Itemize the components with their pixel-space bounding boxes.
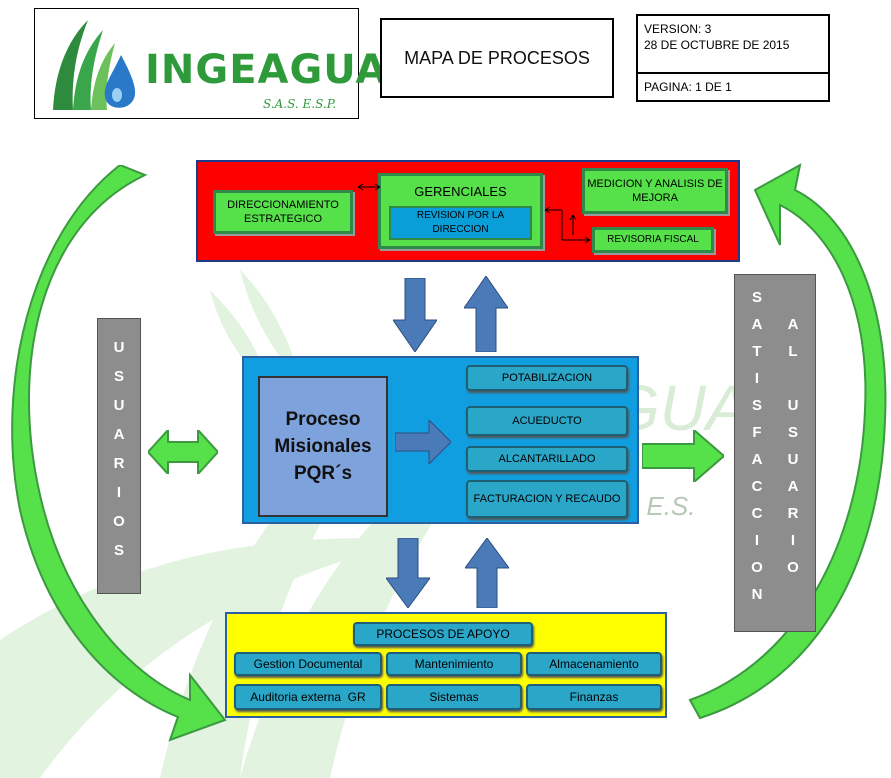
logo-box: INGEAGUA S.A.S. E.S.P. [34,8,387,119]
finanzas-label: Finanzas [569,689,619,704]
satisfaccion-letter: C [751,478,763,495]
gestion-documental-label: Gestion Documental [253,656,363,671]
up-arrow-bottom [465,538,509,608]
satisfaccion-letter: S [751,397,762,414]
al-usuario-letter: O [787,559,799,576]
satisfaccion-letter: F [752,424,762,441]
gerenciales-box: GERENCIALES REVISION POR LA DIRECCION [378,173,543,249]
satisfaccion-letter: A [751,316,763,333]
medicion-label: MEDICION Y ANALISIS DE MEJORA [587,178,723,204]
usuarios-letter: U [113,339,125,356]
right-cycle-arrow [688,163,887,720]
proceso-misionales-label: Proceso Misionales PQR´s [274,409,372,484]
revision-direccion-box: REVISION POR LA DIRECCION [389,206,532,240]
al-usuario-letter: L [788,343,798,360]
usuarios-letter: S [113,542,124,559]
potabilizacion-label: POTABILIZACION [501,371,593,384]
al-usuario-letter: S [787,424,798,441]
page-title: MAPA DE PROCESOS [380,18,614,98]
version-box: VERSION: 3 28 DE OCTUBRE DE 2015 PAGINA:… [636,14,830,102]
revision-label: REVISION POR LA DIRECCION [416,210,505,235]
direccionamiento-label: DIRECCIONAMIENTO ESTRATEGICO [227,199,339,225]
direccionamiento-estrategico-box: DIRECCIONAMIENTO ESTRATEGICO [213,190,353,234]
satisfaccion-letter: I [754,370,760,387]
facturacion-recaudo-box: FACTURACION Y RECAUDO [466,480,628,518]
usuarios-letter: I [116,484,122,501]
al-usuario-letter: U [787,451,799,468]
usuarios-double-arrow [148,430,218,474]
logo-subtitle: S.A.S. E.S.P. [263,97,337,111]
gerenciales-label: GERENCIALES [414,184,507,199]
acueducto-label: ACUEDUCTO [512,414,582,427]
medicion-analisis-box: MEDICION Y ANALISIS DE MEJORA [582,168,728,214]
satisfaccion-letter: I [754,532,760,549]
strategic-connectors [357,183,591,244]
usuarios-letter: O [113,513,125,530]
procesos-apoyo-label: PROCESOS DE APOYO [376,626,510,641]
usuarios-letter: R [113,455,125,472]
alcantarillado-box: ALCANTARILLADO [466,446,628,472]
up-arrow-top [464,276,508,352]
satisfaccion-right-arrow [642,430,724,482]
potabilizacion-box: POTABILIZACION [466,365,628,391]
satisfaccion-letter: A [751,451,763,468]
finanzas-box: Finanzas [526,684,662,710]
misional-right-arrow [395,420,451,464]
usuarios-letter: U [113,397,125,414]
acueducto-box: ACUEDUCTO [466,406,628,436]
logo-wordmark: INGEAGUA [145,47,388,93]
version-divider [638,72,828,74]
al-usuario-letter: A [787,316,799,333]
al-usuario-letter [775,370,811,397]
satisfaccion-letter: T [752,343,762,360]
down-arrow-bottom [386,538,430,608]
satisfaccion-bar: S A T I S F A C C I O N A L U S U A R I … [734,274,816,632]
almacenamiento-box: Almacenamiento [526,652,662,676]
revisoria-label: REVISORIA FISCAL [607,234,699,245]
auditoria-externa-box: Auditoria externa GR [234,684,382,710]
al-usuario-letter: I [790,532,796,549]
alcantarillado-label: ALCANTARILLADO [498,452,596,465]
facturacion-label: FACTURACION Y RECAUDO [473,492,621,505]
auditoria-externa-label: Auditoria externa GR [250,689,366,704]
water-drop-icon [53,20,136,110]
satisfaccion-letter: S [751,289,762,306]
proceso-misionales-box: Proceso Misionales PQR´s [258,376,388,517]
satisfaccion-letter: O [751,559,763,576]
down-arrow-top [393,278,437,352]
procesos-apoyo-title-box: PROCESOS DE APOYO [353,622,533,646]
satisfaccion-letter: N [751,586,763,603]
usuarios-letter: A [113,426,125,443]
revisoria-fiscal-box: REVISORIA FISCAL [592,227,714,253]
version-label: VERSION: 3 [644,22,712,36]
page-title-text: MAPA DE PROCESOS [404,47,590,68]
version-date: 28 DE OCTUBRE DE 2015 [644,38,790,52]
sistemas-label: Sistemas [429,689,479,704]
sistemas-box: Sistemas [386,684,522,710]
gestion-documental-box: Gestion Documental [234,652,382,676]
mantenimiento-box: Mantenimiento [386,652,522,676]
satisfaccion-letter: C [751,505,763,522]
al-usuario-letter: R [787,505,799,522]
page-number: PAGINA: 1 DE 1 [644,80,732,94]
almacenamiento-label: Almacenamiento [549,656,639,671]
al-usuario-column: A L U S U A R I O [775,316,811,586]
usuarios-bar: U S U A R I O S [97,318,141,594]
usuarios-letter: S [113,368,124,385]
al-usuario-letter: U [787,397,799,414]
satisfaccion-column: S A T I S F A C C I O N [739,289,775,613]
left-cycle-arrow [11,165,227,742]
mantenimiento-label: Mantenimiento [414,656,494,671]
al-usuario-letter: A [787,478,799,495]
